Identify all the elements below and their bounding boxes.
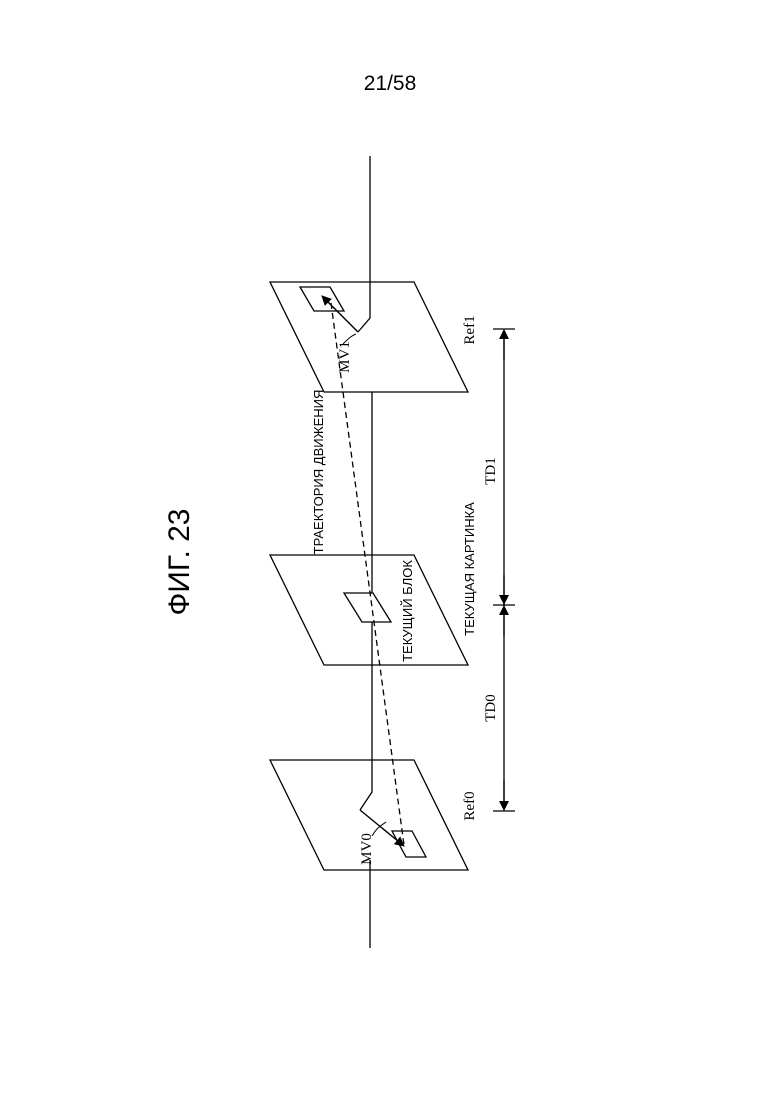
motion-trajectory-label: ТРАЕКТОРИЯ ДВИЖЕНИЯ [311,390,326,555]
ref1-label: Ref1 [462,315,478,344]
mv1-label: MV1 [337,341,353,373]
current-block-label: ТЕКУЩИЙ БЛОК [400,560,415,662]
current-picture-label: ТЕКУЩАЯ КАРТИНКА [462,502,477,636]
ref1-picture [270,282,468,392]
mv0-label: MV0 [359,833,375,865]
ref0-label: Ref0 [462,791,478,820]
td1-label: TD1 [483,457,499,485]
td0-label: TD0 [483,694,499,722]
distance-axis [493,329,515,811]
figure-title: ФИГ. 23 [163,509,196,616]
